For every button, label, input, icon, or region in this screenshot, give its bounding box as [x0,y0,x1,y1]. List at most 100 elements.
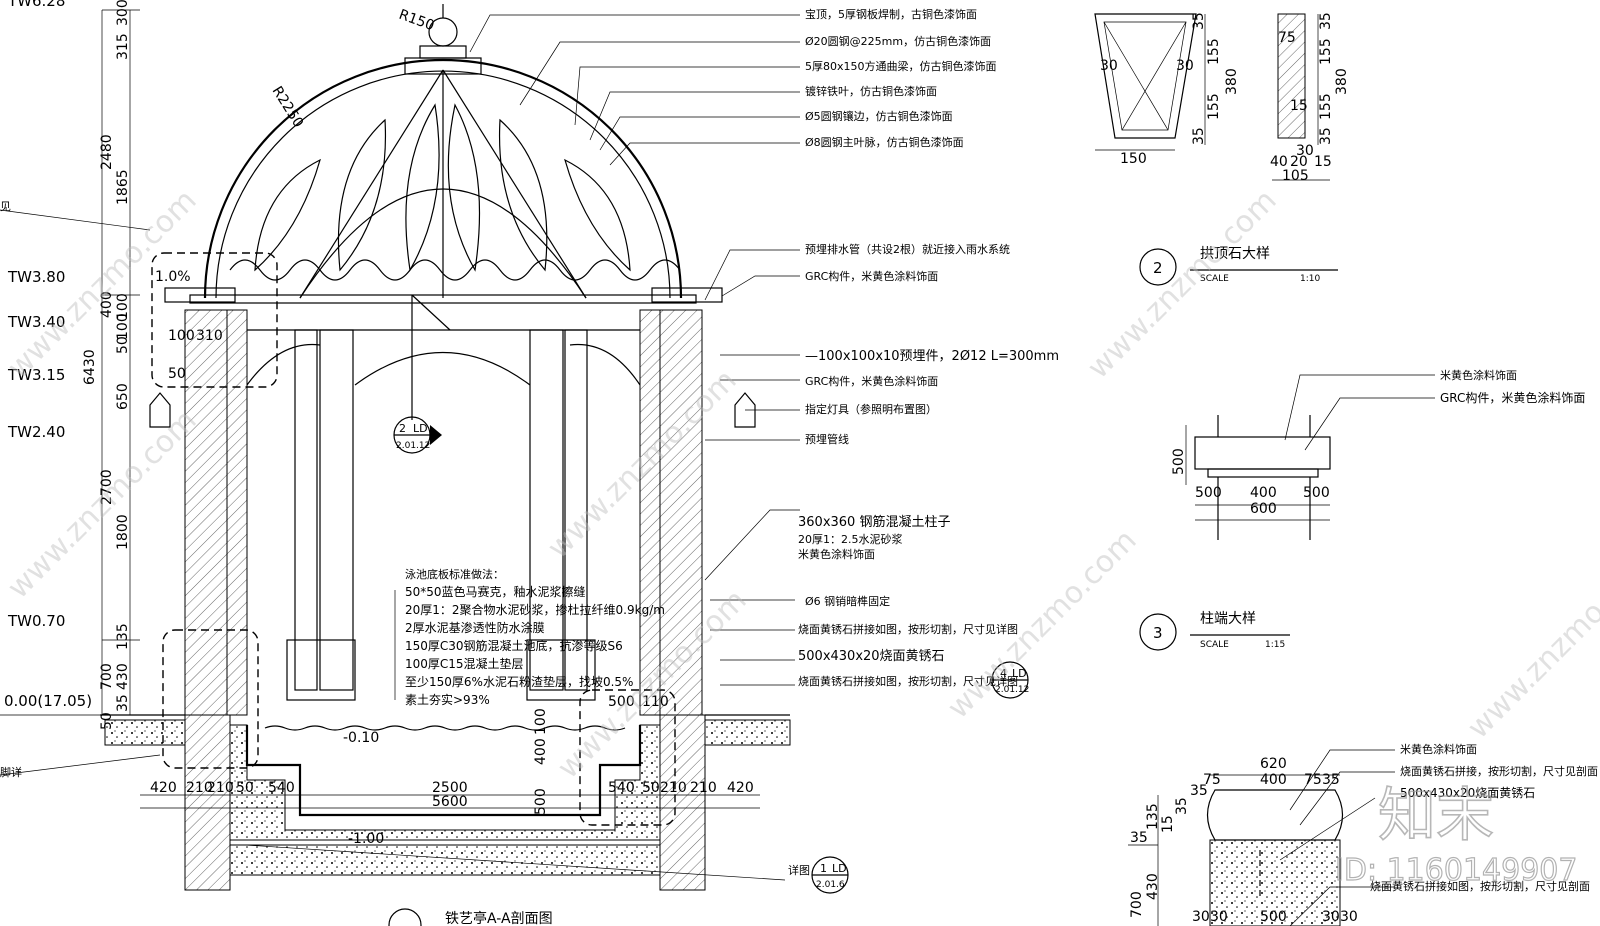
bottom-dim-5600: 5600 [432,794,468,810]
dim-100-a: 100 [115,293,131,320]
detail-4-left-35: 35 [1130,830,1148,846]
detail-column-end-drawing [1139,374,1435,651]
dome-dim-310: 310 [196,328,223,344]
keystone-dim-150: 150 [1120,151,1147,167]
dim-400: 400 [99,291,115,318]
detail-4-note-joint: 烧面黄锈石拼接，按形切割，尺寸见剖面 [1400,764,1598,778]
bottom-dim-210-b: 210 [207,780,234,796]
section-mark-1-num: 1 [820,862,827,875]
elevation-tw315: TW3.15 [7,366,65,384]
keystone-bottom-105: 105 [1282,168,1309,184]
bottom-dim-540-left: 540 [268,780,295,796]
detail-3-scale: 1:15 [1265,640,1285,650]
bottom-dim-420-left: 420 [150,780,177,796]
side-label-top: 见 [0,200,11,213]
bottom-dim-210-a: 210 [186,780,213,796]
pool-spec-line-5: 100厚C15混凝土垫层 [405,656,524,671]
keystone-bottom-30: 30 [1296,143,1314,159]
bottom-dim-2500: 2500 [432,780,468,796]
keystone-dim-30-left: 30 [1100,58,1118,74]
right-dim-500: 500 [608,694,635,710]
detail-4-dim-400: 400 [1260,772,1287,788]
section-mark-1-sheet: 2.01.6 [816,880,845,890]
section-mark-4-num: 4 [1000,667,1007,680]
side-label-bottom: 脚详 [0,765,22,779]
detail-3-note-grc: GRC构件，米黄色涂料饰面 [1440,390,1585,405]
elevation-tw070: TW0.70 [7,612,65,630]
detail-4-bottom-500: 500 [1260,909,1287,925]
detail-2-number: 2 [1153,259,1163,277]
detail-4-left-135: 135 [1145,803,1161,830]
dim-315: 315 [115,33,131,60]
dim-50-b: 50 [99,712,115,730]
keystone-right-155-b: 155 [1318,93,1334,120]
detail-4-bottom-30-c: 30 [1322,909,1340,925]
annotation-iron-leaf: 镀锌铁叶，仿古铜色漆饰面 [805,84,937,98]
detail-base-drawing [1128,749,1395,926]
annotation-steel-edge: Ø5圆钢镶边，仿古铜色漆饰面 [805,109,953,123]
detail-4-dim-35-left: 35 [1190,783,1208,799]
pool-spec-heading: 泳池底板标准做法： [405,567,504,581]
annotation-grc-mid: GRC构件，米黄色涂料饰面 [805,374,938,388]
bottom-dim-210-d: 210 [690,780,717,796]
detail-4-note-paint: 米黄色涂料饰面 [1400,742,1477,756]
annotation-finial: 宝顶，5厚钢板焊制，古铜色漆饰面 [805,7,977,21]
detail-4-left-700: 700 [1129,891,1145,918]
detail-3-height: 500 [1171,448,1187,475]
detail-4-dim-620: 620 [1260,756,1287,772]
annotation-conduit: 预埋管线 [805,432,849,446]
detail-4-note-slab: 500x430x20烧面黄锈石 [1400,786,1535,800]
section-mark-2-num: 2 [399,422,406,435]
section-mark-2-sheet: 2.01.12 [396,441,430,451]
dim-2700: 2700 [99,469,115,505]
dim-1800: 1800 [115,514,131,550]
detail-3-note-paint: 米黄色涂料饰面 [1440,368,1517,382]
keystone-right-35-top: 35 [1318,12,1334,30]
dim-135: 135 [115,623,131,650]
detail-4-bottom-30-b: 30 [1210,909,1228,925]
watermark-brand: 知末 [1378,781,1494,849]
detail-4-bottom-30-a: 30 [1192,909,1210,925]
detail-4-note-bottom: 烧面黄锈石拼接如图，按形切割，尺寸见剖面 [1370,879,1590,893]
bottom-dim-50-left: 50 [236,780,254,796]
right-vert-500: 500 [533,788,549,815]
keystone-right-35-bottom: 35 [1318,127,1334,145]
elevation-tw380: TW3.80 [7,268,65,286]
annotation-steel-pin: Ø6 钢销暗榫固定 [805,594,890,608]
annotation-stone-slab: 500x430x20烧面黄锈石 [798,649,945,664]
section-mark-1-code: LD [832,862,847,875]
section-mark-4-sheet: 2.01.12 [995,685,1029,695]
detail-3-number: 3 [1153,624,1163,642]
detail-4-dim-75-left: 75 [1203,772,1221,788]
dim-1865: 1865 [115,169,131,205]
dome-dim-100: 100 [168,328,195,344]
dim-50: 50 [115,336,131,354]
keystone-side-35-top: 35 [1191,12,1207,30]
pool-spec-line-3: 2厚水泥基渗透性防水涂膜 [405,620,545,635]
pool-spec-line-4: 150厚C30钢筋混凝土池底，抗渗等级S6 [405,638,623,653]
keystone-right-15: 15 [1290,98,1308,114]
slope-label: 1.0% [155,269,191,285]
annotation-mortar: 20厚1：2.5水泥砂浆 [798,532,903,546]
section-mark-2-code: LD [413,422,428,435]
annotation-lamp: 指定灯具（参照明布置图） [805,402,937,416]
detail-2-scale: 1:10 [1300,274,1320,284]
keystone-dim-30-right: 30 [1176,58,1194,74]
detail-4-left-35b: 35 [1174,797,1190,815]
annotation-round-steel: Ø20圆钢@225mm，仿古铜色漆饰面 [805,34,991,48]
detail-4-left-430: 430 [1145,873,1161,900]
section-title: 铁艺亭A-A剖面图 [445,910,553,926]
bottom-dim-420-right: 420 [727,780,754,796]
section-mark-4-code: LD [1012,667,1027,680]
elevation-tw240: TW2.40 [7,423,65,441]
detail-2-title: 拱顶石大样 [1200,246,1270,262]
pool-spec-line-2: 20厚1：2聚合物水泥砂浆，掺杜拉纤维0.9kg/m [405,602,665,617]
dim-700: 700 [99,663,115,690]
dim-650: 650 [115,383,131,410]
annotation-embedded-part: —100x100x10预埋件，2Ø12 L=300mm [805,349,1059,364]
keystone-side-155-a: 155 [1206,38,1222,65]
elevation-tw628: TW6.28 [7,0,65,10]
pool-spec-line-1: 50*50蓝色马赛克，釉水泥浆擦缝 [405,584,586,599]
elevation-ground: 0.00(17.05) [4,692,92,710]
pool-spec-line-7: 素土夯实>93% [405,692,490,707]
